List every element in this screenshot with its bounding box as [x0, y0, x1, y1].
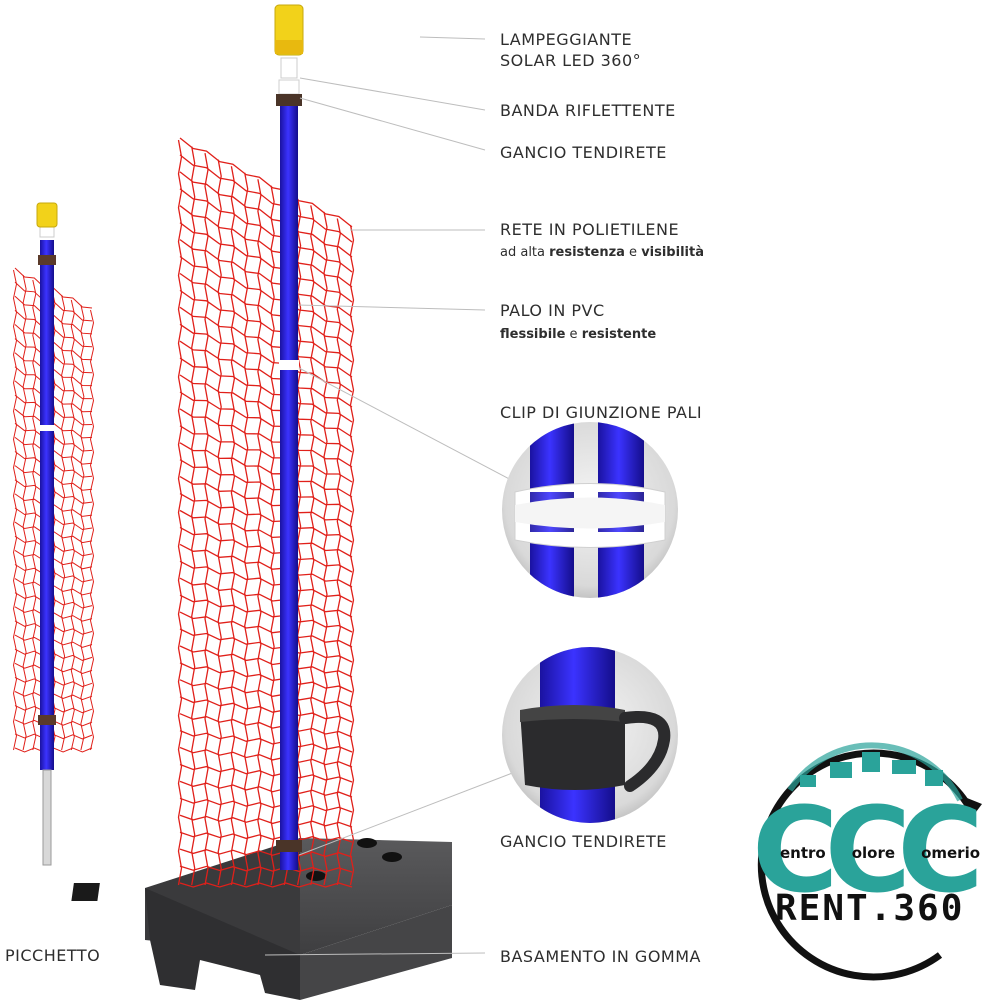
logo-word-3: omerio — [921, 844, 981, 862]
small-hook-top — [38, 255, 56, 265]
big-pole — [280, 80, 298, 870]
label-base: BASAMENTO IN GOMMA — [500, 947, 701, 966]
pole-sub-b: e — [565, 327, 582, 342]
net-sub-a: ad alta — [500, 245, 550, 260]
label-pole-sub: flessibile e resistente — [500, 327, 656, 342]
label-reflective-band: BANDA RIFLETTENTE — [500, 101, 676, 120]
label-pole: PALO IN PVC — [500, 301, 605, 320]
small-clip — [40, 425, 54, 431]
rubber-base — [71, 838, 452, 1000]
small-hook-bottom — [38, 715, 56, 725]
label-hook-bottom: GANCIO TENDIRETE — [500, 832, 667, 851]
label-clip: CLIP DI GIUNZIONE PALI — [500, 403, 703, 422]
detail-hook-circle — [502, 647, 678, 823]
net-sub-d: visibilità — [641, 245, 704, 260]
small-pole — [40, 240, 54, 770]
label-net: RETE IN POLIETILENE — [500, 220, 680, 239]
label-solar-light-line2: SOLAR LED 360° — [500, 51, 642, 70]
pole-sub-c: resistente — [581, 327, 657, 342]
hook-bottom — [276, 840, 302, 852]
pole-sub-a: flessibile — [500, 327, 566, 342]
label-solar-light: LAMPEGGIANTE SOLAR LED 360° — [500, 29, 641, 71]
label-hook-top: GANCIO TENDIRETE — [500, 143, 667, 162]
label-net-sub: ad alta resistenza e visibilità — [500, 245, 704, 260]
logo-line1: entro olore omerio — [780, 844, 980, 862]
leader-lines — [264, 36, 516, 956]
logo-word-2: olore — [851, 844, 896, 862]
detail-clip-circle — [502, 422, 678, 598]
small-pole-assembly — [12, 202, 95, 866]
hook-top — [276, 94, 302, 106]
net-sub-b: resistenza — [549, 245, 625, 260]
label-solar-light-line1: LAMPEGGIANTE — [500, 30, 633, 49]
big-net — [177, 137, 355, 888]
light-base — [280, 57, 298, 79]
reflective-band — [278, 79, 300, 95]
logo-letters: CCC — [752, 781, 984, 919]
small-light — [36, 202, 58, 228]
logo-word-1: entro — [780, 844, 826, 862]
small-stake — [42, 769, 52, 866]
joint-clip — [279, 360, 299, 370]
net-sub-c: e — [624, 245, 642, 260]
label-stake: PICCHETTO — [5, 946, 101, 965]
big-pole-assembly — [274, 4, 304, 870]
company-logo — [757, 742, 982, 981]
logo-line2: RENT.360 — [775, 888, 965, 929]
